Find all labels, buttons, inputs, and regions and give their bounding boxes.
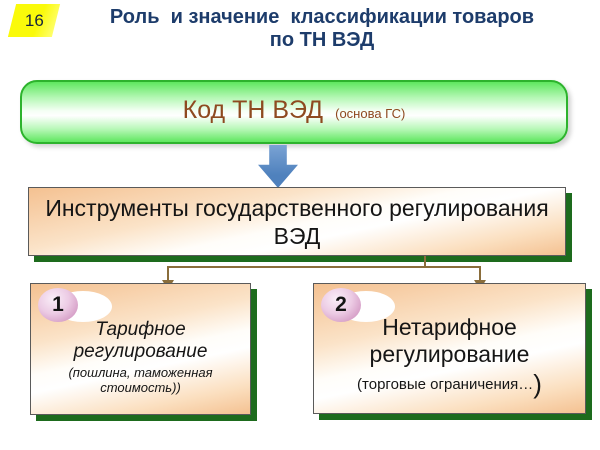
branch-nontariff-subtitle: (торговые ограничения…) [314,371,585,397]
branch-nontariff-subtitle-text: (торговые ограничения… [357,376,534,393]
branch-tariff-title-line1: Тарифное [95,319,186,340]
branch-nontariff-title-line2: регулирование [369,341,530,367]
branch-nontariff-text: Нетарифное регулирование (торговые огран… [314,284,585,413]
slide-number-tab: 16 [7,4,61,37]
branch-tariff-subtitle-line1: (пошлина, таможенная [68,365,213,380]
branch-tariff-subtitle: (пошлина, таможенная стоимость)) [31,365,250,395]
branch-tariff-title: Тарифное регулирование [31,319,250,363]
branch-tariff-subtitle-line2: стоимость)) [100,380,181,395]
instruments-line2: ВЭД [273,222,321,249]
badge-2: 2 [321,288,361,322]
arrow-down-icon [258,145,298,188]
page-title-line2: по ТН ВЭД [269,29,375,51]
branch-box-nontariff: 2 Нетарифное регулирование (торговые огр… [313,283,586,414]
code-label: Код ТН ВЭД [182,96,324,124]
badge-2-wrap: 2 [319,288,405,328]
instruments-box: Инструменты государственного регулирован… [28,187,566,256]
branch-nontariff-title: Нетарифное регулирование [314,314,585,368]
badge-1: 1 [38,288,78,322]
page-title: Роль и значение классификации товаров по… [60,6,584,52]
slide-number: 16 [24,10,44,30]
branch-tariff-text: Тарифное регулирование (пошлина, таможен… [31,284,250,414]
page-title-line1: Роль и значение классификации товаров [109,6,535,28]
instruments-line1: Инструменты государственного регулирован… [45,194,549,221]
branch-box-tariff: 1 Тарифное регулирование (пошлина, тамож… [30,283,251,415]
branch-nontariff-title-line1: Нетарифное [382,314,517,340]
code-note: (основа ГС) [335,106,406,121]
branch-tariff-title-line2: регулирование [73,341,208,362]
badge-1-wrap: 1 [36,288,122,328]
branch-nontariff-subtitle-paren: ) [533,369,542,399]
code-box: Код ТН ВЭД (основа ГС) [20,80,568,144]
code-box-content: Код ТН ВЭД (основа ГС) [183,96,406,125]
